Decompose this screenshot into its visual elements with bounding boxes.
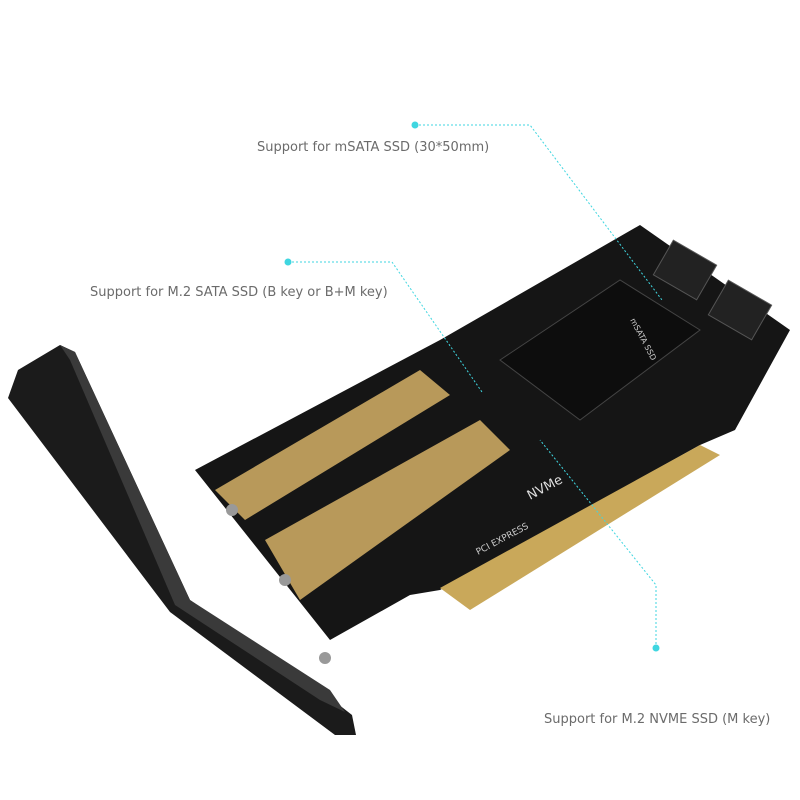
sata-connector — [652, 239, 718, 301]
screw — [279, 574, 291, 586]
gold-fingers — [440, 445, 720, 610]
callout-line-msata — [415, 124, 663, 301]
callout-line-m2-sata — [288, 261, 483, 393]
callout-m2-sata-label: Support for M.2 SATA SSD (B key or B+M k… — [90, 285, 388, 300]
callout-line-nvme — [539, 439, 657, 648]
pci-bracket — [8, 345, 356, 735]
m2-slot-nvme — [265, 420, 510, 600]
screw — [226, 504, 238, 516]
screw — [319, 652, 331, 664]
m2-slot-sata — [215, 370, 450, 520]
sata-connector — [707, 279, 773, 341]
callout-msata-label: Support for mSATA SSD (30*50mm) — [257, 140, 490, 155]
callout-dot-msata — [411, 121, 419, 129]
callout-dot-m2-sata — [284, 258, 292, 266]
bracket-face — [60, 345, 345, 712]
msata-socket — [499, 279, 701, 421]
callout-dot-nvme — [652, 644, 660, 652]
callout-nvme-label: Support for M.2 NVME SSD (M key) — [544, 712, 771, 727]
